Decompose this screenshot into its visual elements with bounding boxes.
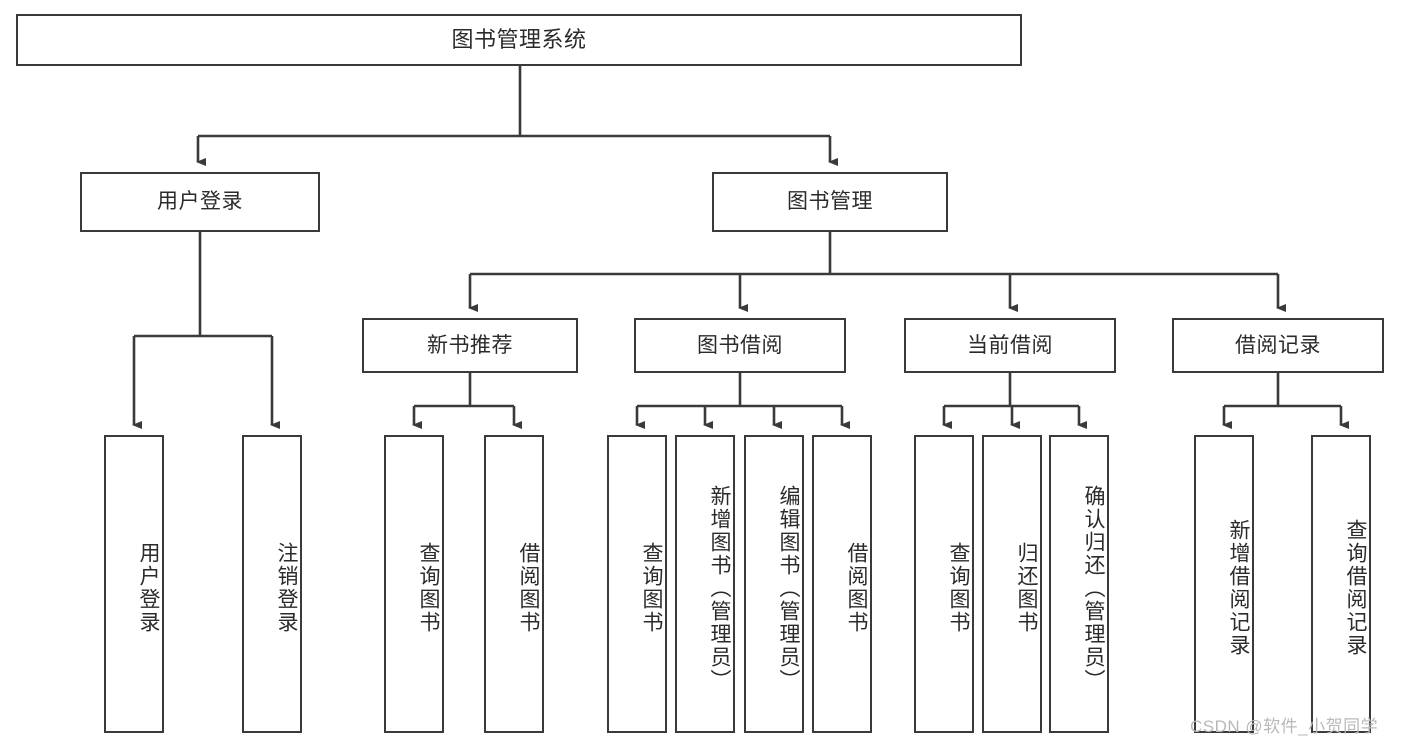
node-current-borrow[interactable]: 当前借阅 (904, 318, 1116, 373)
leaf-borrow-book-label: 借阅图书 (845, 542, 868, 634)
leaf-query-borrow-record-label: 查询借阅记录 (1344, 519, 1367, 657)
node-root-label: 图书管理系统 (451, 26, 587, 52)
leaf-new-book-borrow-book-label: 借阅图书 (517, 542, 540, 634)
leaf-borrow-book[interactable]: 借阅图书 (812, 435, 872, 733)
node-new-book-recommend-label: 新书推荐 (427, 333, 513, 357)
leaf-logout-label: 注销登录 (275, 542, 298, 634)
node-book-management[interactable]: 图书管理 (712, 172, 948, 232)
node-book-management-label: 图书管理 (787, 190, 873, 214)
node-user-login[interactable]: 用户登录 (80, 172, 320, 232)
leaf-query-borrow-record[interactable]: 查询借阅记录 (1311, 435, 1371, 733)
node-book-borrow-label: 图书借阅 (697, 333, 783, 357)
leaf-new-book-query-book[interactable]: 查询图书 (384, 435, 444, 733)
leaf-new-book-borrow-book[interactable]: 借阅图书 (484, 435, 544, 733)
leaf-add-borrow-record[interactable]: 新增借阅记录 (1194, 435, 1254, 733)
node-current-borrow-label: 当前借阅 (967, 333, 1053, 357)
leaf-confirm-return-admin-label: 确认归还（管理员） (1082, 484, 1105, 692)
node-borrow-record[interactable]: 借阅记录 (1172, 318, 1384, 373)
leaf-confirm-return-admin[interactable]: 确认归还（管理员） (1049, 435, 1109, 733)
node-new-book-recommend[interactable]: 新书推荐 (362, 318, 578, 373)
leaf-add-borrow-record-label: 新增借阅记录 (1227, 519, 1250, 657)
leaf-add-book-admin-label: 新增图书（管理员） (708, 484, 731, 692)
leaf-logout[interactable]: 注销登录 (242, 435, 302, 733)
node-book-borrow[interactable]: 图书借阅 (634, 318, 846, 373)
leaf-edit-book-admin-label: 编辑图书（管理员） (777, 484, 800, 692)
leaf-return-book-label: 归还图书 (1015, 542, 1038, 634)
leaf-edit-book-admin[interactable]: 编辑图书（管理员） (744, 435, 804, 733)
leaf-return-book[interactable]: 归还图书 (982, 435, 1042, 733)
leaf-current-query-book[interactable]: 查询图书 (914, 435, 974, 733)
leaf-borrow-query-book-label: 查询图书 (640, 542, 663, 634)
node-borrow-record-label: 借阅记录 (1235, 333, 1321, 357)
node-root-system[interactable]: 图书管理系统 (16, 14, 1022, 66)
leaf-current-query-book-label: 查询图书 (947, 542, 970, 634)
node-user-login-label: 用户登录 (157, 190, 243, 214)
leaf-add-book-admin[interactable]: 新增图书（管理员） (675, 435, 735, 733)
leaf-new-book-query-book-label: 查询图书 (417, 542, 440, 634)
leaf-user-login[interactable]: 用户登录 (104, 435, 164, 733)
leaf-borrow-query-book[interactable]: 查询图书 (607, 435, 667, 733)
csdn-watermark: CSDN @软件_小贺同学 (1190, 717, 1379, 736)
leaf-user-login-label: 用户登录 (137, 542, 160, 634)
